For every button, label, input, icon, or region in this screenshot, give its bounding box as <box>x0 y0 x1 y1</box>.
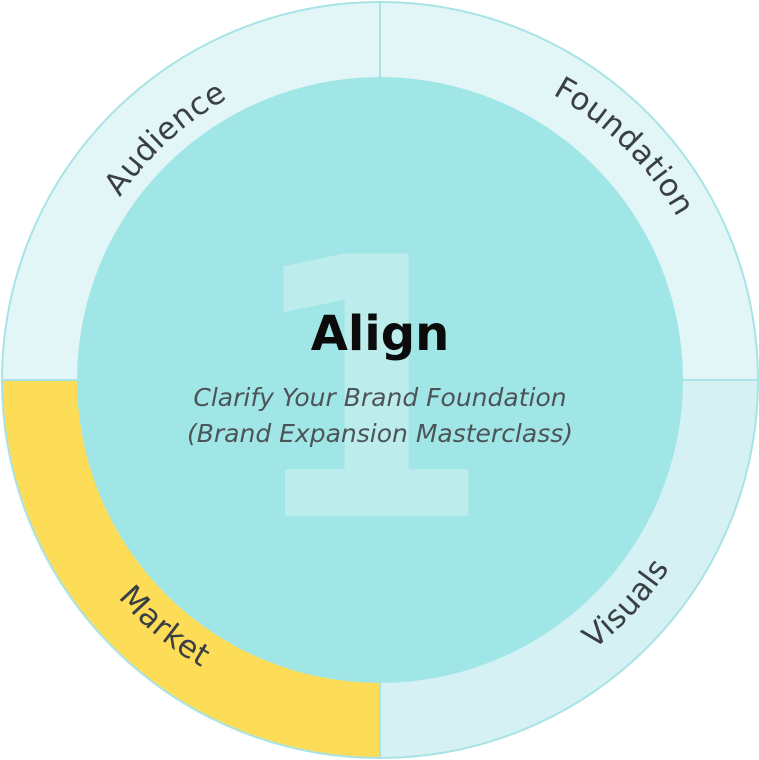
step-number: 1 <box>243 182 494 601</box>
center-subtitle-line1: Clarify Your Brand Foundation <box>193 383 566 412</box>
center-subtitle-line2: (Brand Expansion Masterclass) <box>187 419 573 448</box>
center-title: Align <box>311 306 450 362</box>
center-circle <box>77 77 683 683</box>
